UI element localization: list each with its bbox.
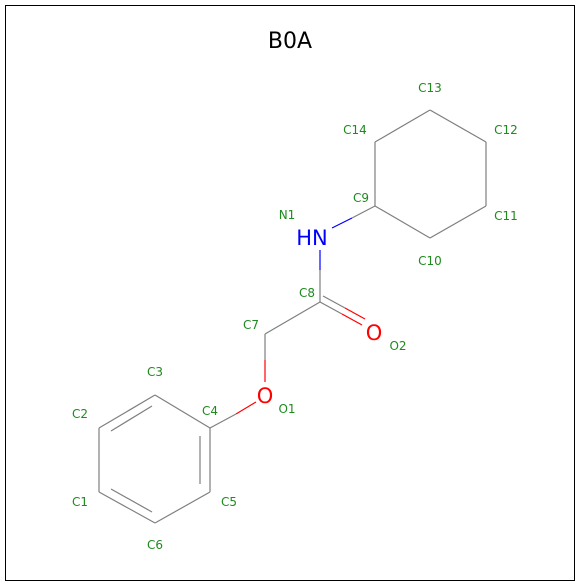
bond-o1-c4-red [235,401,257,415]
bond-c8-o2-a-red [341,313,363,326]
atom-label-c5: C5 [221,495,237,509]
bond-c9-n1-blue [331,217,353,229]
bond-c10-c9 [374,205,431,239]
oxygen-o1-symbol: O [257,384,274,408]
atom-label-c14: C14 [343,123,367,137]
bond-c14-c13 [374,109,431,143]
bond-c5-c6 [154,491,211,524]
aromatic-inner-c6-c1 [110,488,153,513]
molecule-title: B0A [268,29,312,54]
bond-c11-c10 [429,205,487,239]
atom-label-c7: C7 [243,318,259,332]
bond-c8-o2-b-grey [322,295,346,309]
bond-c8-o2-b-red [344,307,366,320]
bond-c8-c7 [264,301,321,335]
atom-label-c2: C2 [72,407,88,421]
oxygen-o2-symbol: O [366,321,383,345]
molecule-frame [5,5,575,581]
nitrogen-symbol: HN [296,226,328,250]
atom-label-o2: O2 [389,339,406,353]
atom-label-c11: C11 [494,209,518,223]
atom-label-c10: C10 [418,254,442,268]
bond-c9-n1-grey [351,205,376,219]
atom-label-n1: N1 [279,208,296,222]
atom-label-c13: C13 [418,81,442,95]
atom-label-c4: C4 [202,404,218,418]
chain-bonds [209,205,376,429]
benzene-ring [98,394,211,524]
bond-c6-c1 [98,491,156,524]
atom-label-c8: C8 [299,286,315,300]
atom-label-c9: C9 [353,191,369,205]
aromatic-inner-c2-c3 [110,405,153,432]
atom-label-o1: O1 [278,402,295,416]
atom-label-c1: C1 [72,495,88,509]
bond-c8-o2-a-grey [319,301,343,315]
atom-label-c12: C12 [494,123,518,137]
cyclohexane-ring [374,109,487,239]
bond-o1-c4-grey [209,413,237,429]
bond-c2-c3 [98,394,156,429]
bond-c13-c12 [429,109,487,143]
atom-labels: C13 C14 C12 C9 C11 N1 C10 C8 C7 O2 C3 O1… [72,81,518,552]
atom-label-c6: C6 [147,538,163,552]
atom-label-c3: C3 [147,365,163,379]
bond-c3-c4 [154,394,211,429]
